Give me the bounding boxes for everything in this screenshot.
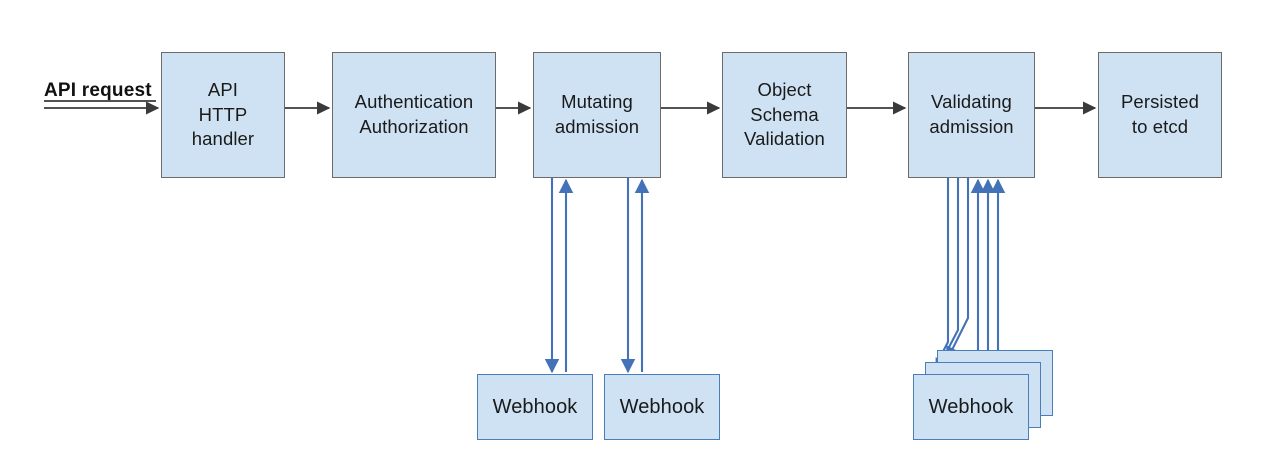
node-object-schema-validation[interactable]: Object Schema Validation	[722, 52, 847, 178]
edge-validating-call-webhook-3	[946, 178, 970, 362]
entry-label: API request	[44, 80, 152, 101]
node-validating-admission[interactable]: Validating admission	[908, 52, 1035, 178]
node-validating-webhook-1[interactable]: Webhook	[913, 374, 1029, 440]
node-authn-authz[interactable]: Authentication Authorization	[332, 52, 496, 178]
node-persisted-to-etcd[interactable]: Persisted to etcd	[1098, 52, 1222, 178]
node-mutating-webhook-1[interactable]: Webhook	[477, 374, 593, 440]
node-mutating-admission[interactable]: Mutating admission	[533, 52, 661, 178]
node-api-http-handler[interactable]: API HTTP handler	[161, 52, 285, 178]
node-mutating-webhook-2[interactable]: Webhook	[604, 374, 720, 440]
